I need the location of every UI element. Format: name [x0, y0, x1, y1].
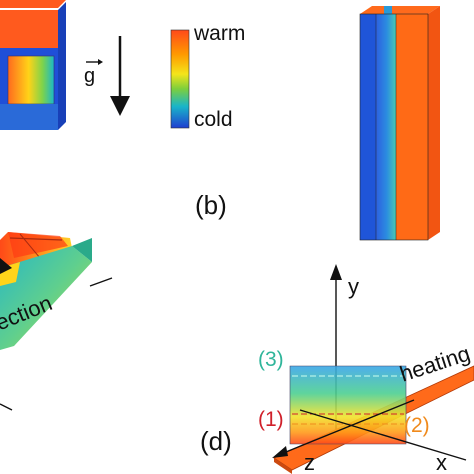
panel-c-bottom-arrow — [0, 403, 13, 411]
colorbar: warm cold — [170, 22, 245, 131]
cut-marker-2: (2) — [404, 414, 430, 437]
panel-b-label: (b) — [195, 190, 227, 220]
gravity-arrow: g — [84, 36, 130, 116]
x-axis-line — [299, 409, 467, 461]
panel-a-box — [0, 0, 66, 130]
cut-marker-1: (1) — [258, 408, 284, 431]
x-axis-label: x — [436, 450, 447, 474]
gravity-label: g — [84, 65, 95, 87]
z-axis-label: z — [304, 450, 315, 474]
colorbar-cold-label: cold — [194, 108, 233, 131]
temperature-plane — [289, 365, 407, 445]
panel-c-box — [0, 232, 92, 350]
panel-d: y z x heating (3) (1) (2) — [258, 264, 474, 474]
cut-marker-3: (3) — [258, 348, 284, 371]
panel-d-label: (d) — [200, 426, 232, 456]
panel-b-column — [359, 6, 440, 241]
z-axis-line — [275, 399, 415, 457]
y-axis-label: y — [348, 274, 359, 299]
colorbar-warm-label: warm — [193, 22, 245, 45]
panel-c-arrow-head — [0, 258, 12, 274]
panel-c-axis-line — [89, 277, 113, 287]
